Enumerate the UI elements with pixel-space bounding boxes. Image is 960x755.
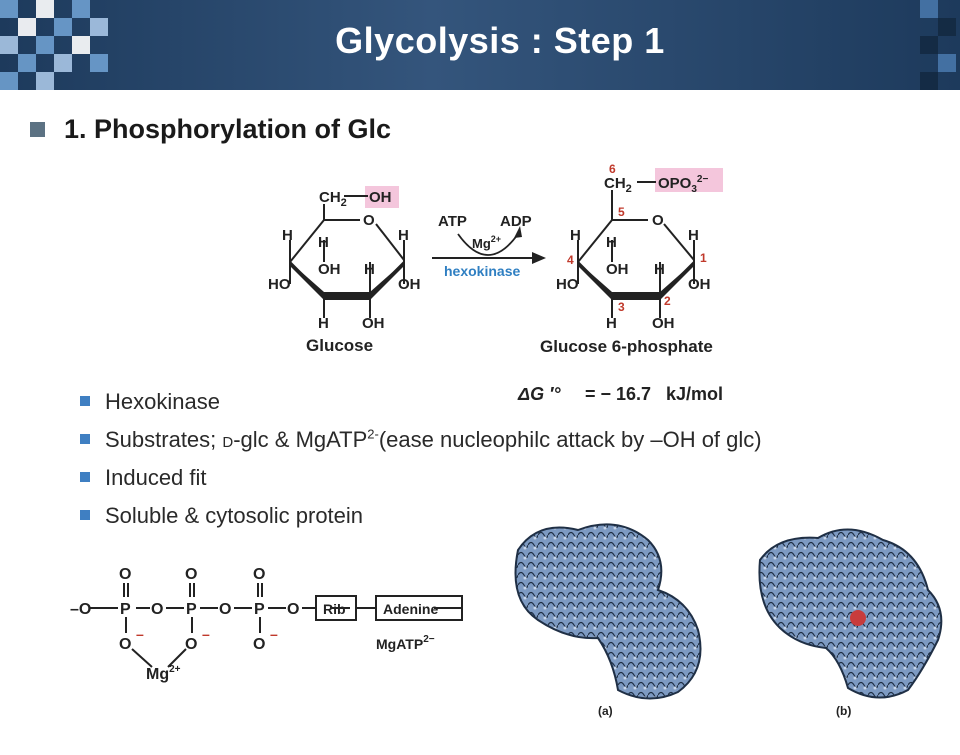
glc-h3: H <box>318 315 329 332</box>
carbon-number-2: 2 <box>664 294 671 308</box>
figure-label-b: (b) <box>836 704 851 718</box>
carbon-number-6: 6 <box>609 162 616 176</box>
glc-oh3: OH <box>318 261 341 278</box>
protein-open-form: (a) <box>514 523 702 718</box>
hexokinase-structures: (a) (b) <box>514 523 943 718</box>
reaction-arrow <box>432 226 546 264</box>
adp-label: ADP <box>500 213 532 230</box>
main-bullet-square <box>30 122 45 137</box>
g6p-h3: H <box>606 315 617 332</box>
bullet-item: Induced fit <box>80 464 940 502</box>
glc-h2: H <box>364 261 375 278</box>
glucose-label: Glucose <box>306 336 373 355</box>
minus-1: – <box>136 626 144 642</box>
slide-title: Glycolysis : Step 1 <box>335 20 665 61</box>
glc-ho4: HO <box>268 276 291 293</box>
adenine-box: Adenine <box>383 601 438 617</box>
o-bridge-2: O <box>219 601 231 618</box>
opo3-highlight <box>655 168 723 192</box>
g6p-h1: H <box>688 227 699 244</box>
title-bar: Glycolysis : Step 1 <box>0 0 960 90</box>
bound-glucose <box>850 610 866 626</box>
glc-oh6: OH <box>369 189 392 206</box>
p-alpha: P <box>254 601 265 618</box>
minus-2: – <box>202 626 210 642</box>
g6p-ch2: CH2 <box>604 175 632 195</box>
bullet-item: Substrates; D-glc & MgATP2-(ease nucleop… <box>80 426 940 464</box>
mgatp-structure: O O O –O P O P O P O Rib Adenine O O O M… <box>70 566 463 683</box>
carbon-number-3: 3 <box>618 300 625 314</box>
glc-ch2: CH2 <box>319 189 347 209</box>
carbon-number-4: 4 <box>567 253 574 267</box>
o-low-3: O <box>253 636 265 653</box>
glc-ring-o: O <box>363 212 375 229</box>
glc-h1: H <box>398 227 409 244</box>
carbon-number-1: 1 <box>700 251 707 265</box>
glc-h5: H <box>318 234 329 251</box>
o-bridge-3: O <box>287 601 299 618</box>
main-heading: 1. Phosphorylation of Glc <box>64 114 392 144</box>
o-bridge-1: O <box>151 601 163 618</box>
mg-label: Mg2+ <box>472 234 501 251</box>
mg-ion: Mg2+ <box>146 664 181 683</box>
enzyme-label: hexokinase <box>444 263 520 279</box>
bullet-marker <box>80 434 90 444</box>
checker-decoration <box>0 0 956 90</box>
glc-h4: H <box>282 227 293 244</box>
g6p-opo3: OPO32− <box>658 174 708 195</box>
mgatp-label: MgATP2− <box>376 634 435 652</box>
p-gamma: P <box>120 601 131 618</box>
glc-oh2: OH <box>362 315 385 332</box>
o-low-1: O <box>119 636 131 653</box>
bullet-list: Hexokinase Substrates; D-glc & MgATP2-(e… <box>80 388 940 540</box>
g6p-h2: H <box>654 261 665 278</box>
o-end: –O <box>70 601 91 618</box>
bullet-marker <box>80 510 90 520</box>
bullet-item: Soluble & cytosolic protein <box>80 502 940 540</box>
o-top-3: O <box>253 566 265 583</box>
o-top-2: O <box>185 566 197 583</box>
svg-text:ΔG ′°: ΔG ′° <box>517 384 561 404</box>
glucose-phosphorylation-reaction: CH2 OH O H H H OH H HO OH H OH Glucose A… <box>268 162 723 404</box>
g6p-label: Glucose 6-phosphate <box>540 337 713 356</box>
figure-label-a: (a) <box>598 704 613 718</box>
delta-g: ΔG ′° = − 16.7 kJ/mol <box>517 384 723 404</box>
carbon-number-5: 5 <box>618 205 625 219</box>
g6p-oh3: OH <box>606 261 629 278</box>
bullet-marker <box>80 396 90 406</box>
p-beta: P <box>186 601 197 618</box>
bullet-item: Hexokinase <box>80 388 940 426</box>
protein-closed-form: (b) <box>758 528 943 718</box>
bullet-marker <box>80 472 90 482</box>
glc-oh1: OH <box>398 276 421 293</box>
o-top-1: O <box>119 566 131 583</box>
delta-g-value: = − 16.7 <box>585 384 651 404</box>
g6p-oh1: OH <box>688 276 711 293</box>
oh-highlight <box>365 186 399 208</box>
o-low-2: O <box>185 636 197 653</box>
g6p-ho4: HO <box>556 276 579 293</box>
atp-label: ATP <box>438 213 467 230</box>
delta-g-unit: kJ/mol <box>666 384 723 404</box>
rib-box: Rib <box>323 601 346 617</box>
g6p-h5: H <box>606 234 617 251</box>
g6p-h4: H <box>570 227 581 244</box>
minus-3: – <box>270 626 278 642</box>
g6p-ring-o: O <box>652 212 664 229</box>
g6p-oh2: OH <box>652 315 675 332</box>
